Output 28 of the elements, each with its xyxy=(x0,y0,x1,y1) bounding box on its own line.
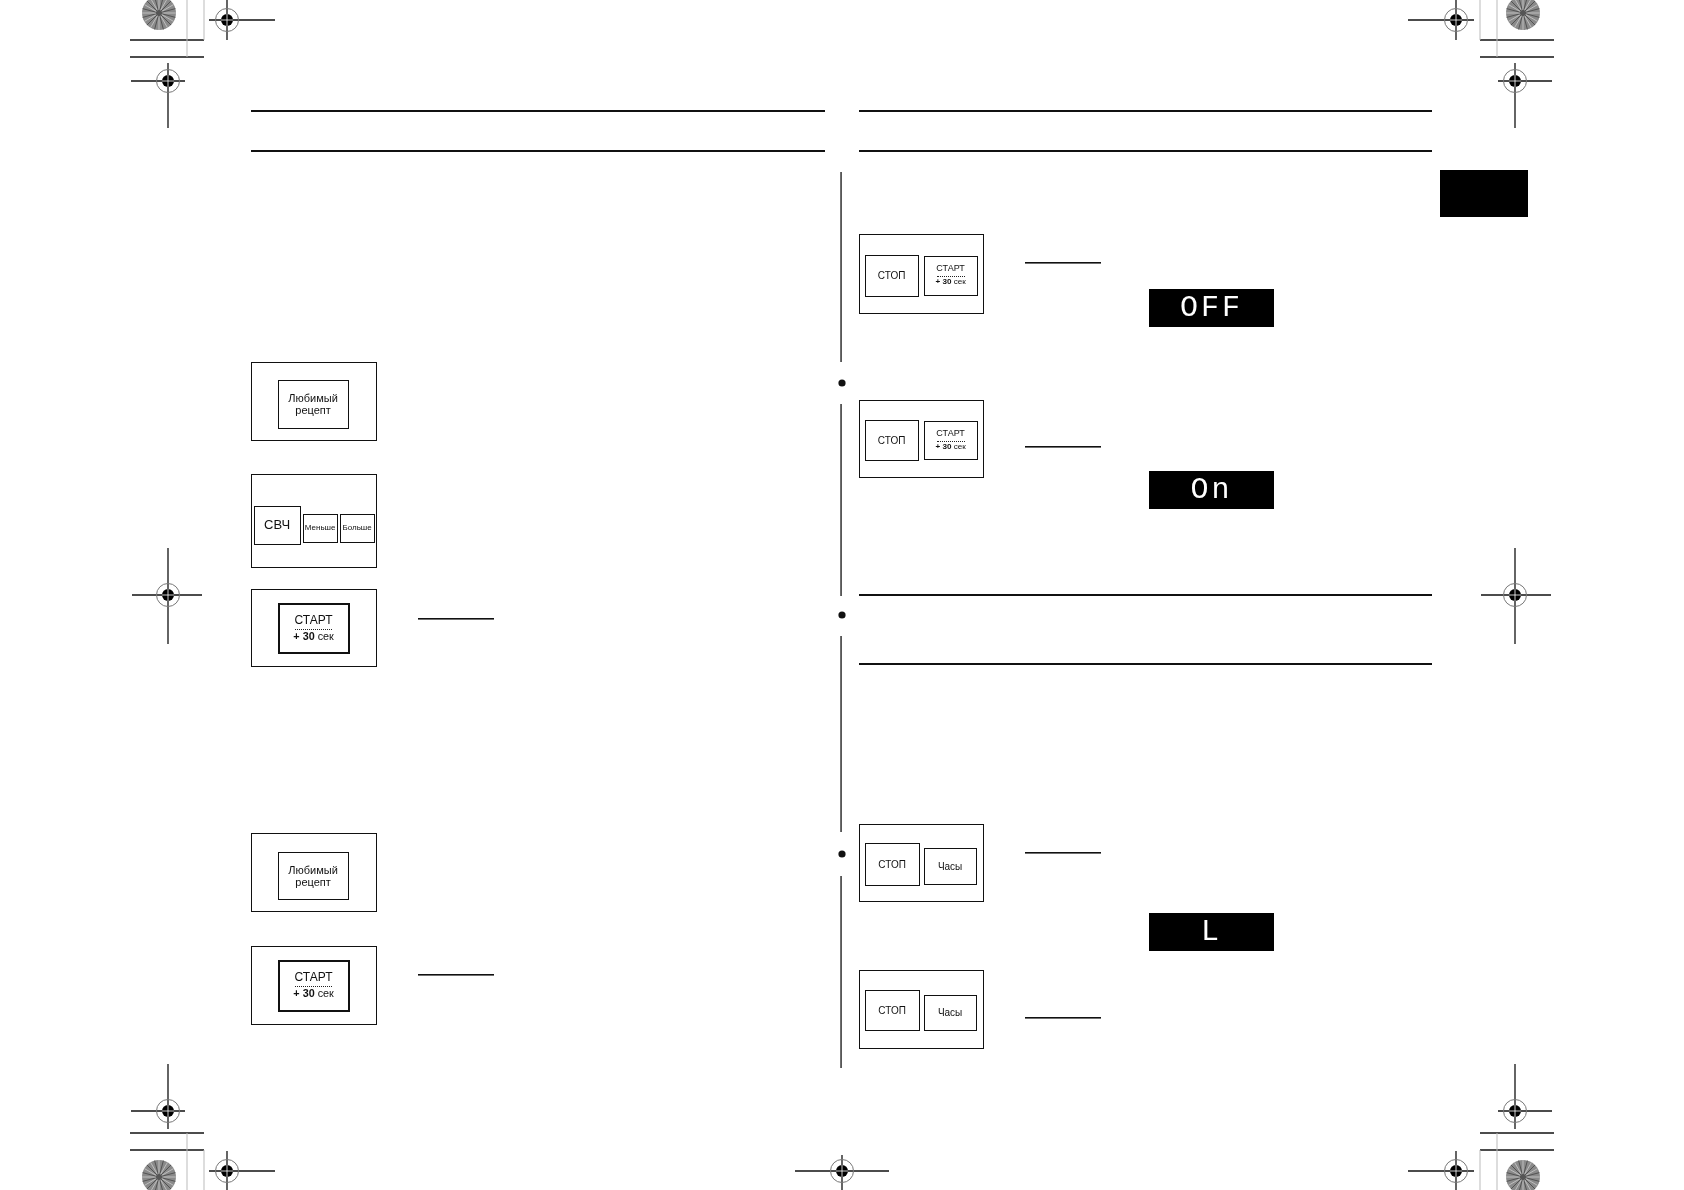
control-panel-frame xyxy=(251,833,377,912)
panel-key: Любимый рецепт xyxy=(277,851,349,900)
panel-key: Любимый рецепт xyxy=(277,379,349,429)
display-screen: On xyxy=(1149,471,1274,509)
panel-key: СТОП xyxy=(864,842,920,886)
control-panel-frame xyxy=(251,589,377,667)
panel-key: СВЧ xyxy=(253,505,301,545)
control-panel-frame xyxy=(251,362,377,441)
panel-key: СТОП xyxy=(864,419,919,461)
panel-key: СТАРТ + 30 сек xyxy=(923,255,978,296)
control-panel-frame xyxy=(859,234,984,314)
display-screen: OFF xyxy=(1149,289,1274,327)
section-tab xyxy=(1440,170,1528,217)
panel-key: СТАРТ + 30 сек xyxy=(277,602,350,654)
panel-key: Меньше xyxy=(302,513,338,543)
display-screen: L xyxy=(1149,913,1274,951)
control-panel-frame xyxy=(859,400,984,478)
control-panel-frame xyxy=(251,474,377,568)
panel-key: СТАРТ + 30 сек xyxy=(923,420,978,460)
panel-key: Часы xyxy=(923,994,977,1031)
control-panel-frame xyxy=(859,824,984,902)
control-panel-frame xyxy=(251,946,377,1025)
control-panel-frame xyxy=(859,970,984,1049)
panel-key: СТОП xyxy=(864,254,919,297)
panel-key: СТОП xyxy=(864,989,920,1031)
panel-key: Часы xyxy=(923,847,977,885)
panel-key: СТАРТ + 30 сек xyxy=(277,959,350,1012)
panel-key: Больше xyxy=(339,513,375,543)
